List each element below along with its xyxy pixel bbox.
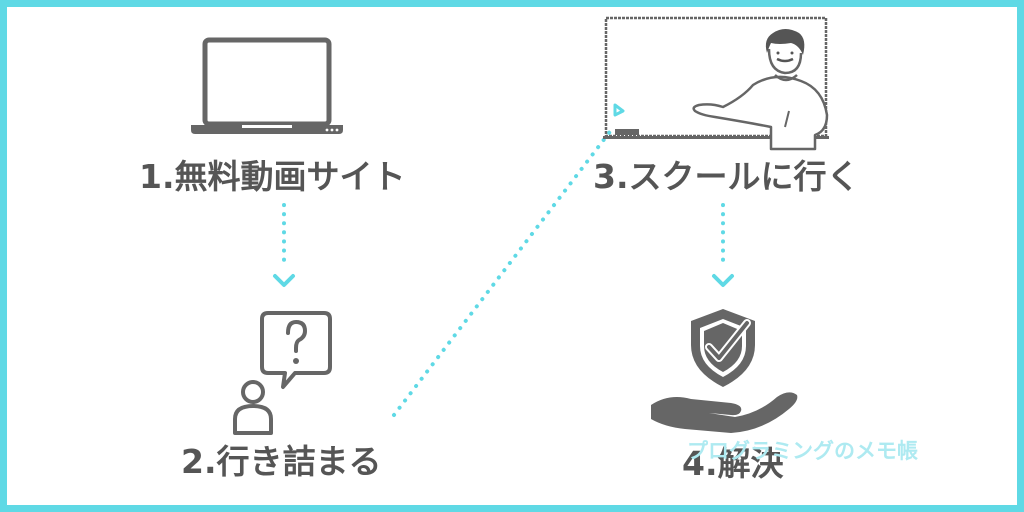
person-question-icon	[233, 311, 332, 435]
step-1-label: 1.無料動画サイト	[139, 157, 406, 196]
step-3-label: 3.スクールに行く	[593, 157, 860, 196]
step-2-label: 2.行き詰まる	[181, 442, 382, 481]
connector-step2-to-step3	[392, 127, 614, 417]
watermark: プログラミングのメモ帳	[687, 439, 918, 463]
hand-shield-check-icon	[651, 309, 798, 433]
teacher-whiteboard-icon	[603, 16, 829, 151]
laptop-icon	[191, 37, 343, 134]
arrow-step3-to-step4	[712, 203, 734, 287]
arrow-step1-to-step2	[273, 203, 295, 287]
step-4-label: 4.解決	[682, 444, 784, 483]
